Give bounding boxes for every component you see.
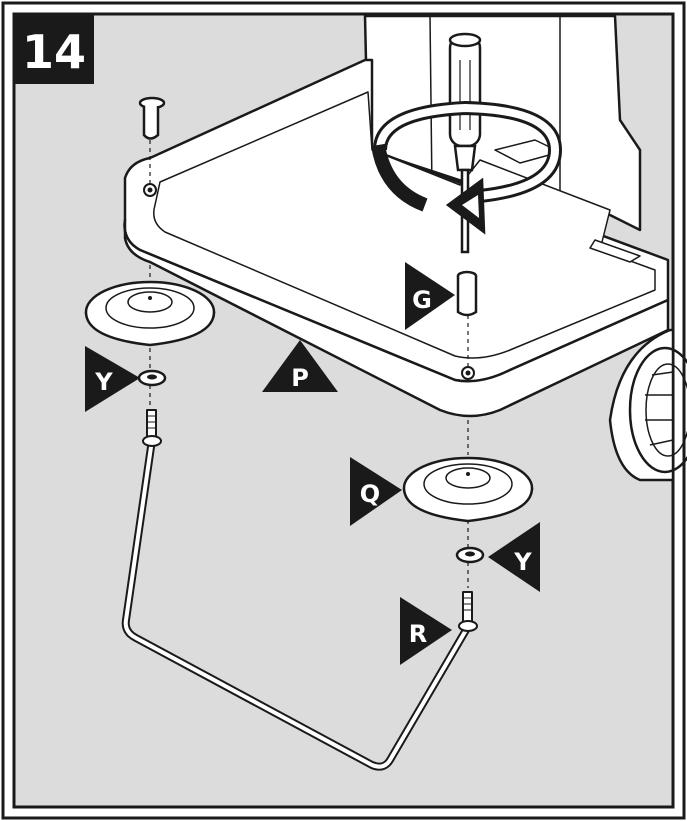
wheel [608,328,687,482]
label-q-text: Q [360,480,380,508]
label-y-left-text: Y [94,368,113,396]
pin-g [456,270,478,317]
label-y-right-text: Y [513,548,532,576]
rubber-foot-icon [84,280,216,347]
step-number: 14 [22,25,86,79]
machine-base [123,14,670,418]
label-q: Q [350,457,402,526]
label-g: G [405,262,455,330]
label-y-right: Y [488,522,540,592]
rubber-foot-q [402,456,534,523]
wire-frame-icon [121,409,478,771]
label-p: P [262,340,338,392]
washer-icon [137,369,485,564]
step-badge: 14 [14,14,94,84]
label-r: R [400,597,452,665]
label-g-text: G [412,286,432,314]
rotation-arrow-icon [371,100,563,235]
guide-lines [149,140,469,588]
label-y-left: Y [85,346,140,412]
label-p-text: P [291,364,309,392]
screw-icon [138,96,166,140]
label-r-text: R [409,620,427,648]
